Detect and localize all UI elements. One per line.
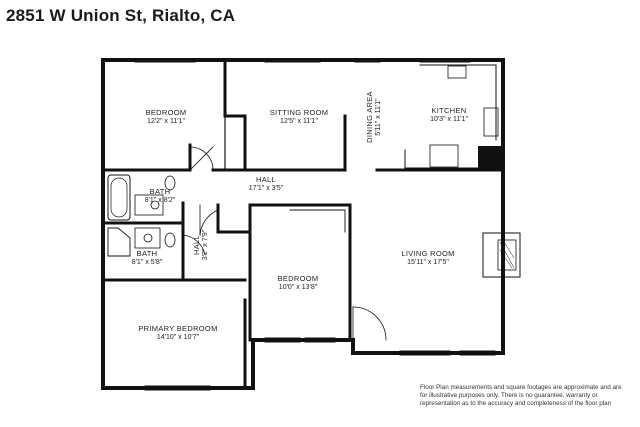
room-name: KITCHEN <box>431 106 467 115</box>
room-bedroom: BEDROOM 12'2" x 11'1" <box>146 108 187 126</box>
room-dimensions: 5'11" x 11'1" <box>375 98 382 136</box>
room-name: BEDROOM <box>277 274 319 283</box>
room-dining: DINING AREA 5'11" x 11'1" <box>365 91 383 143</box>
kitchen-appliance <box>429 144 459 168</box>
stove <box>483 107 499 137</box>
vanity <box>134 194 164 216</box>
room-hall: HALL 3'2" x 7'9" <box>192 230 210 261</box>
toilet <box>164 232 176 248</box>
bathtub <box>107 174 131 221</box>
disclaimer: Floor Plan measurements and square foota… <box>420 384 622 407</box>
room-kitchen: KITCHEN 10'3" x 11'1" <box>430 106 468 124</box>
room-dimensions: 12'5" x 11'1" <box>280 118 318 125</box>
room-bath: BATH 8'1" x 5'8" <box>132 249 163 267</box>
room-dimensions: 10'0" x 13'8" <box>278 284 318 291</box>
vanity <box>134 227 161 249</box>
room-bedroom: BEDROOM 10'0" x 13'8" <box>278 274 319 292</box>
room-dimensions: 15'11" x 17'5" <box>407 259 449 266</box>
doors <box>182 146 387 341</box>
room-dimensions: 3'2" x 7'9" <box>202 229 209 261</box>
room-dimensions: 14'10" x 10'7" <box>156 334 200 341</box>
room-living: LIVING ROOM 15'11" x 17'5" <box>401 249 454 267</box>
room-primary-bedroom: PRIMARY BEDROOM 14'10" x 10'7" <box>138 324 217 342</box>
room-name: BEDROOM <box>145 108 187 117</box>
kitchen-sink <box>447 65 467 79</box>
windows <box>134 58 496 391</box>
shower <box>107 227 131 257</box>
page-title: 2851 W Union St, Rialto, CA <box>6 6 236 25</box>
closet <box>289 209 346 233</box>
room-name: HALL <box>256 175 276 184</box>
room-dimensions: 8'1" x 8'2" <box>144 197 176 204</box>
room-name: BATH <box>149 187 171 196</box>
room-hall: HALL 17'1" x 3'5" <box>249 175 284 193</box>
room-sitting: SITTING ROOM 12'5" x 11'1" <box>270 108 329 126</box>
room-dimensions: 17'1" x 3'5" <box>248 185 284 192</box>
room-bath: BATH 8'1" x 8'2" <box>145 187 176 205</box>
room-dimensions: 8'1" x 5'8" <box>131 259 163 266</box>
fireplace <box>482 232 521 278</box>
room-name: PRIMARY BEDROOM <box>138 324 218 333</box>
room-name: SITTING ROOM <box>269 108 329 117</box>
room-name: HALL <box>192 235 201 255</box>
room-name: DINING AREA <box>365 91 374 143</box>
room-name: LIVING ROOM <box>401 249 455 258</box>
refrigerator <box>478 146 503 170</box>
room-dimensions: 10'3" x 11'1" <box>430 116 468 123</box>
toilet <box>164 175 176 191</box>
kitchen-counter <box>419 64 497 141</box>
room-name: BATH <box>136 249 158 258</box>
room-dimensions: 12'2" x 11'1" <box>147 118 185 125</box>
